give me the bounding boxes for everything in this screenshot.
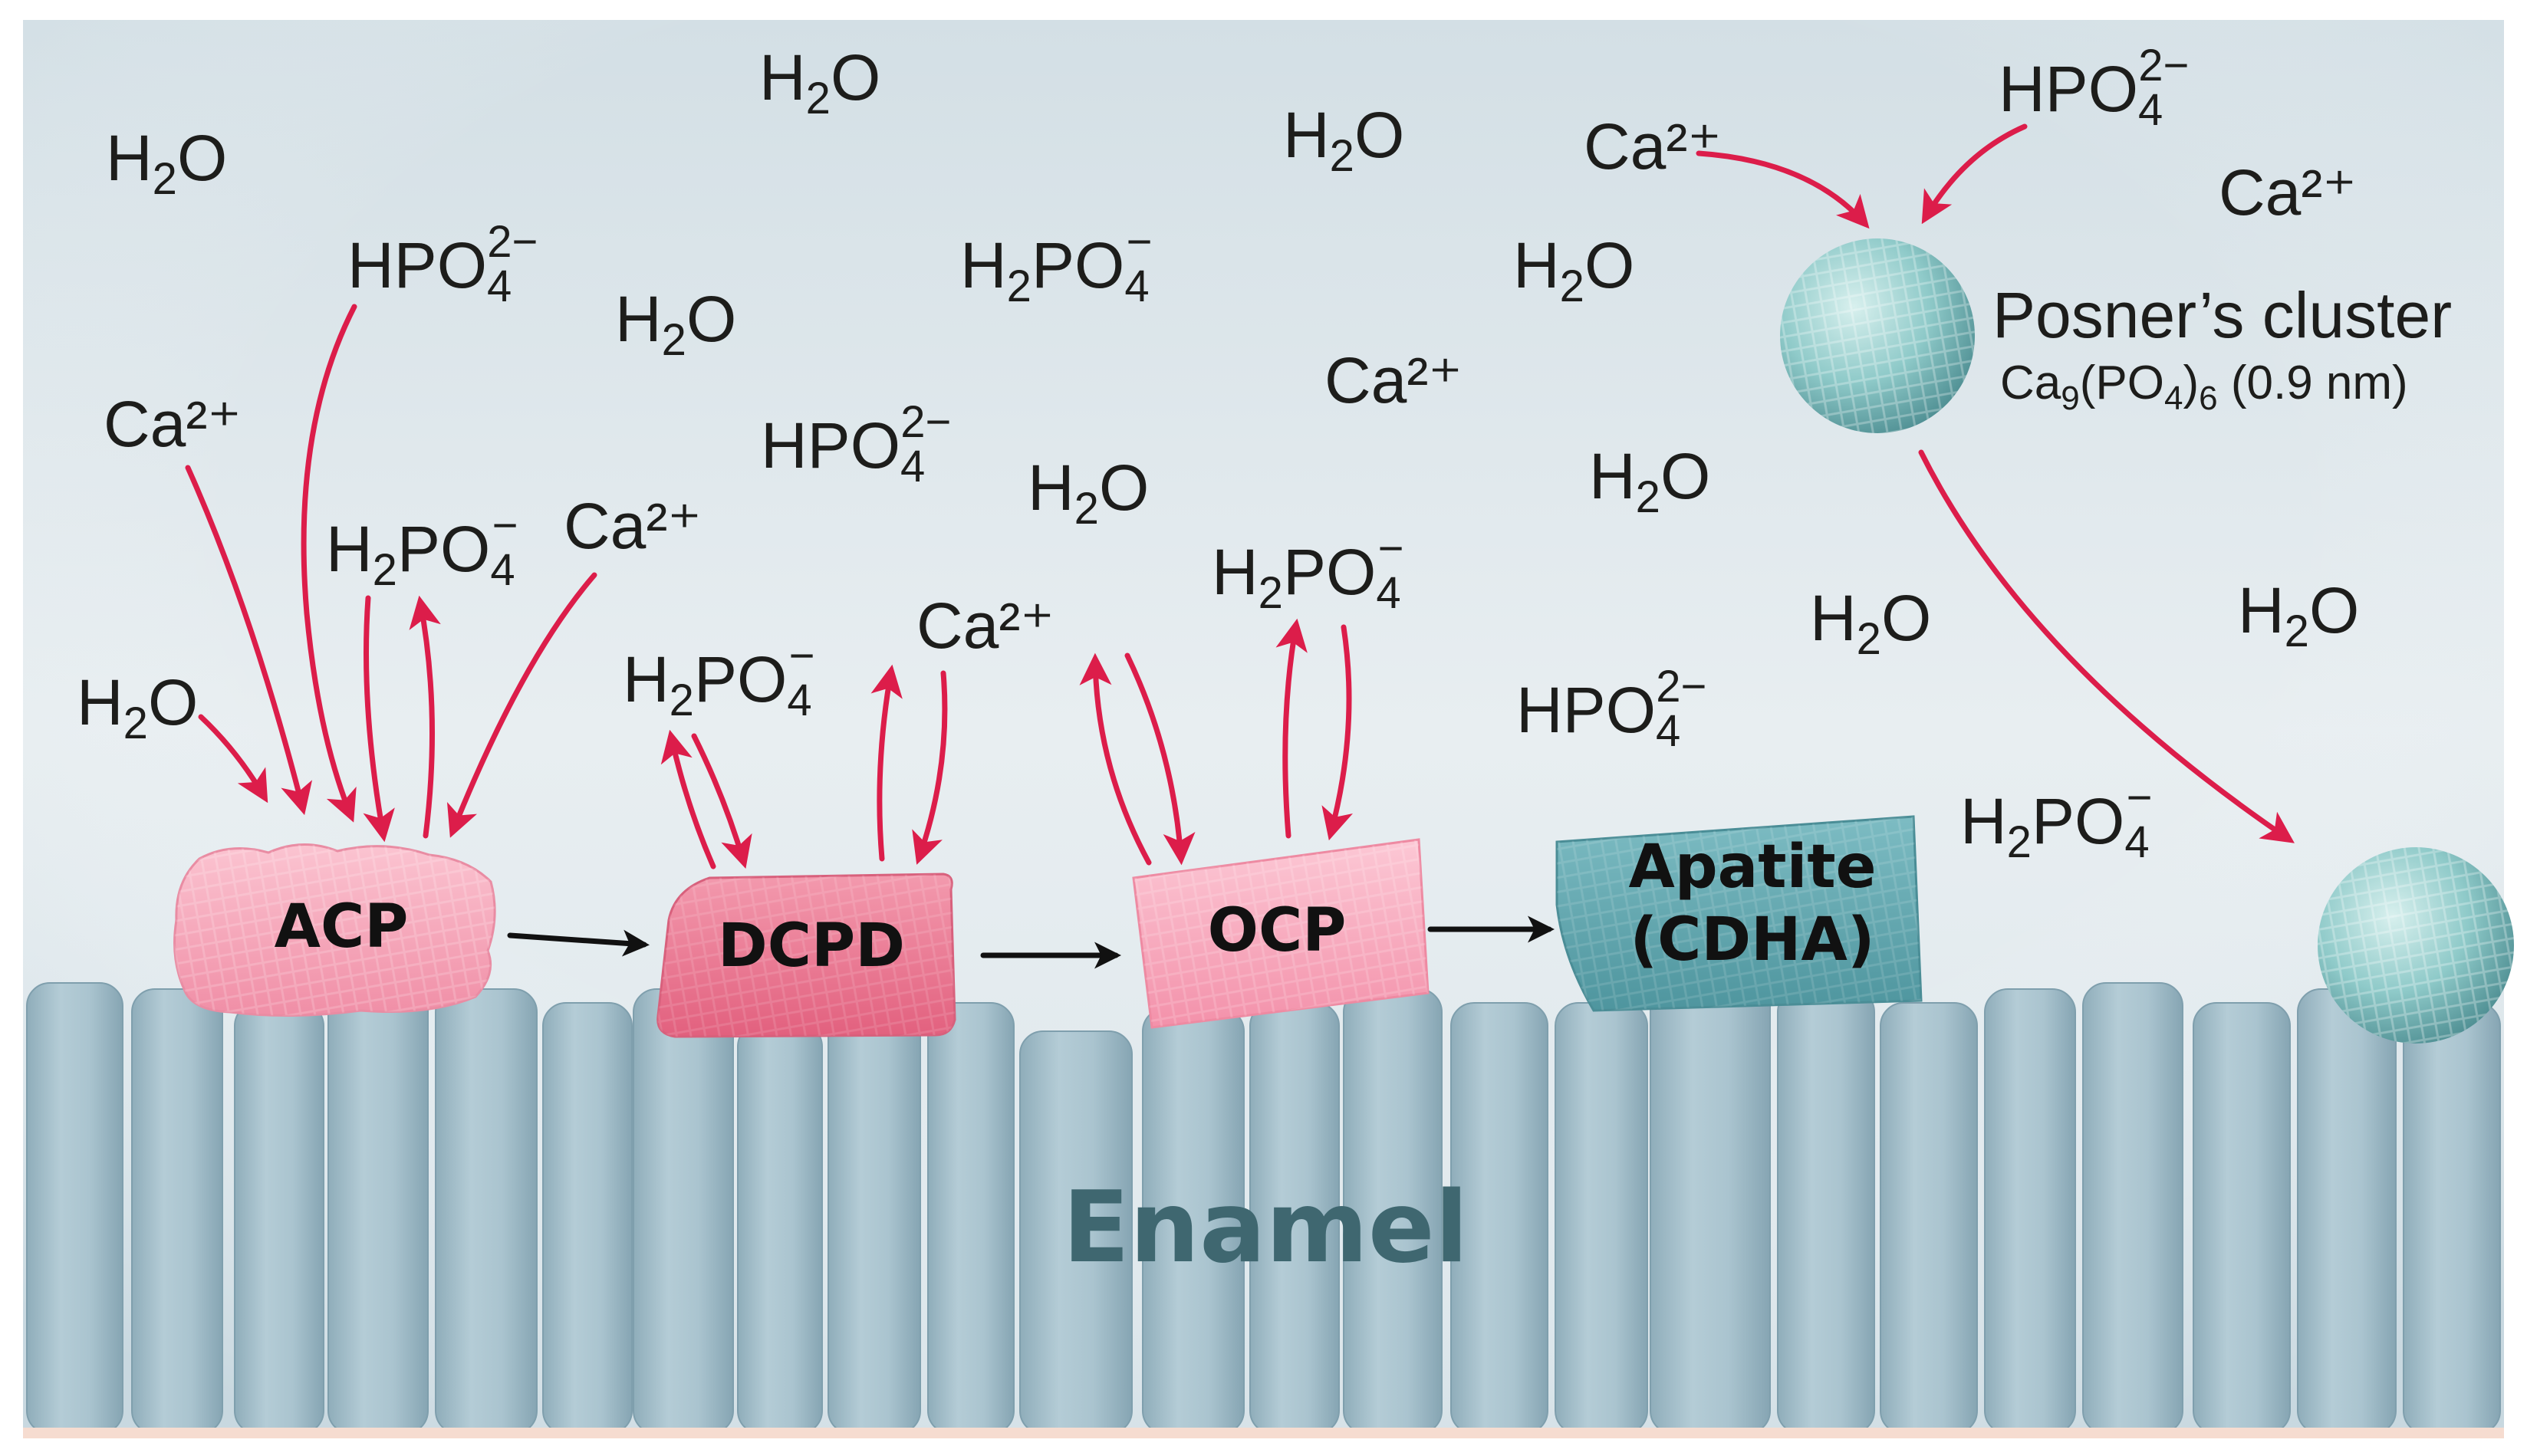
ion-h2po4: H2PO4−: [1960, 773, 2152, 867]
enamel-rod: [737, 1023, 823, 1435]
ion-h2o: H2O: [1589, 440, 1710, 522]
enamel-rod: [2082, 982, 2183, 1435]
arrow-hpo4-to-posner: [1921, 123, 2028, 225]
ion-h2o: H2O: [77, 666, 198, 748]
enamel-rod: [234, 1002, 324, 1435]
ion-ca: Ca²⁺: [916, 590, 1055, 662]
enamel-rod: [435, 988, 538, 1435]
ion-ca: Ca²⁺: [2219, 156, 2357, 228]
ion-h2o: H2O: [615, 283, 736, 365]
enamel-rod: [927, 1002, 1015, 1435]
ion-ca: Ca²⁺: [564, 490, 702, 562]
enamel-rod: [1555, 1002, 1648, 1435]
enamel-rod: [2297, 988, 2397, 1435]
ion-h2po4: H2PO4−: [623, 631, 814, 725]
ion-h2o: H2O: [1028, 452, 1149, 534]
enamel-rod: [1984, 988, 2076, 1435]
arrow-h2po4-to-dcpd: [691, 733, 752, 869]
acp-crystal: ACP: [173, 843, 496, 1017]
ion-h2o: H2O: [2238, 574, 2359, 656]
ion-h2o: H2O: [1513, 229, 1634, 311]
posner-cluster-deposited: [2318, 847, 2514, 1044]
arrow-ca-to-acp-right: [446, 572, 597, 838]
arrow-ca-to-acp: [185, 465, 313, 816]
ion-h2o: H2O: [759, 41, 880, 123]
apatite-crystal: Apatite (CDHA): [1555, 815, 1923, 1012]
arrow-ca-to-posner: [1696, 150, 1870, 229]
enamel-rod: [1777, 988, 1875, 1435]
enamel-label: Enamel: [1063, 1171, 1469, 1285]
arrow-dcpd-to-ca: [870, 664, 903, 862]
ocp-crystal: OCP: [1132, 838, 1430, 1029]
phase-transition-arrows: [507, 915, 1555, 969]
exchange-arrows: [185, 123, 2295, 869]
arrow-h2po4-to-acp: [363, 595, 395, 843]
arrow-solution-to-ocp: [1124, 652, 1196, 866]
posner-title: Posner’s cluster: [1992, 279, 2452, 351]
ion-hpo4: HPO42−: [1999, 41, 2189, 135]
arrow-posner-to-enamel: [1918, 449, 2295, 843]
ion-ca: Ca²⁺: [1584, 110, 1722, 182]
arrow-dcpd-to-h2po4: [660, 729, 716, 869]
apatite-label-line2: (CDHA): [1630, 905, 1875, 975]
ion-hpo4: HPO42−: [761, 397, 951, 491]
arrow-ca-to-dcpd: [912, 670, 948, 865]
enamel-rod: [327, 982, 429, 1435]
ocp-label: OCP: [1208, 896, 1347, 965]
enamel-rod: [542, 1002, 633, 1435]
enamel-rod: [26, 982, 123, 1435]
posner-formula: Ca9(PO4)6 (0.9 nm): [2000, 357, 2408, 417]
enamel-rod: [1880, 1002, 1978, 1435]
ion-h2po4: H2PO4−: [326, 501, 518, 595]
enamel-base: [23, 1428, 2504, 1438]
enamel-rods: [23, 982, 2504, 1438]
ion-h2o: H2O: [1810, 582, 1931, 664]
arrow-h2po4-to-ocp: [1321, 624, 1353, 841]
ion-h2o: H2O: [106, 122, 227, 204]
ion-h2po4: H2PO4−: [960, 217, 1152, 311]
dcpd-crystal: DCPD: [656, 873, 956, 1038]
arrow-hpo4-to-acp: [301, 304, 357, 823]
arrow-h2o-to-acp: [198, 714, 268, 804]
dcpd-label: DCPD: [718, 912, 905, 981]
enamel-rod: [633, 988, 734, 1435]
ion-ca: Ca²⁺: [1324, 344, 1463, 416]
arrow-ocp-to-solution: [1079, 652, 1152, 866]
acp-label: ACP: [275, 892, 409, 961]
arrow-acp-to-h2po4: [409, 595, 441, 839]
enamel-rod: [131, 988, 223, 1435]
arrow-acp-to-dcpd: [507, 929, 650, 957]
ion-hpo4: HPO42−: [1516, 662, 1706, 756]
arrow-ocp-to-h2po4: [1275, 618, 1308, 839]
enamel-rod: [828, 1002, 921, 1435]
ion-h2po4: H2PO4−: [1212, 524, 1403, 618]
enamel-rod: [2193, 1002, 2291, 1435]
ion-hpo4: HPO42−: [347, 217, 538, 311]
apatite-label-line1: Apatite: [1628, 833, 1876, 902]
enamel-rod: [1650, 982, 1771, 1435]
solution-ions: H2O H2O H2O H2O H2O H2O H2O H2O H2O H2O HPO42− HPO4…: [77, 41, 2359, 867]
posner-cluster-sphere: [1780, 238, 1975, 433]
enamel-rod: [2403, 1002, 2501, 1435]
ion-ca: Ca²⁺: [104, 388, 242, 460]
ion-h2o: H2O: [1283, 99, 1404, 181]
